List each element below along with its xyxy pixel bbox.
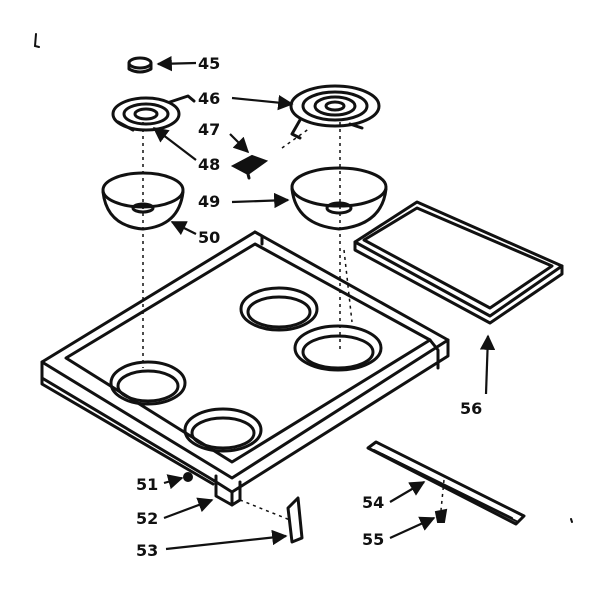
part-51-screw [183,472,193,482]
part-46-large-surface-element [289,84,381,140]
callout-47: 47 [198,120,220,139]
callout-labels: 45 46 47 48 49 50 51 52 53 54 55 56 [136,54,482,560]
callout-45: 45 [198,54,220,73]
opening-front-left [109,360,187,406]
part-53-stop [239,496,304,544]
cooktop-main-top [40,230,450,494]
part-48-small-surface-element [111,94,196,132]
callout-55: 55 [362,530,384,549]
part-50-small-drip-bowl [101,171,185,231]
opening-front-right [183,407,263,453]
part-52-bracket [214,474,242,507]
callout-56: 56 [460,399,482,418]
part-45-cap [127,56,153,74]
callout-51: 51 [136,475,158,494]
callout-54: 54 [362,493,384,512]
part-47-receptacle [230,154,269,180]
callout-50: 50 [198,228,220,247]
part-49-large-drip-bowl [290,166,388,231]
opening-rear-left [239,286,319,332]
part-55-screw [434,479,448,523]
callout-49: 49 [198,192,220,211]
part-54-trim-strip [366,440,526,526]
burner-openings [109,286,383,453]
alignment-lines [142,122,353,368]
leader-46 [231,94,294,111]
callout-48: 48 [198,155,220,174]
leader-49 [231,192,290,209]
callout-53: 53 [136,541,158,560]
stray-mark [570,518,573,523]
part-56-cover-panel [353,200,564,325]
leader-48 [152,127,197,161]
leader-51 [163,474,184,490]
leader-56 [479,334,496,395]
callout-46: 46 [198,89,220,108]
opening-rear-right [293,324,383,372]
leader-45 [156,55,197,72]
corner-mark [33,33,40,48]
leader-47 [229,133,250,154]
leader-lines [152,55,496,551]
leader-52 [163,497,214,520]
leader-55 [389,516,436,540]
callout-52: 52 [136,509,158,528]
leader-54 [389,481,426,503]
leader-50 [170,221,197,236]
leader-53 [165,529,288,551]
